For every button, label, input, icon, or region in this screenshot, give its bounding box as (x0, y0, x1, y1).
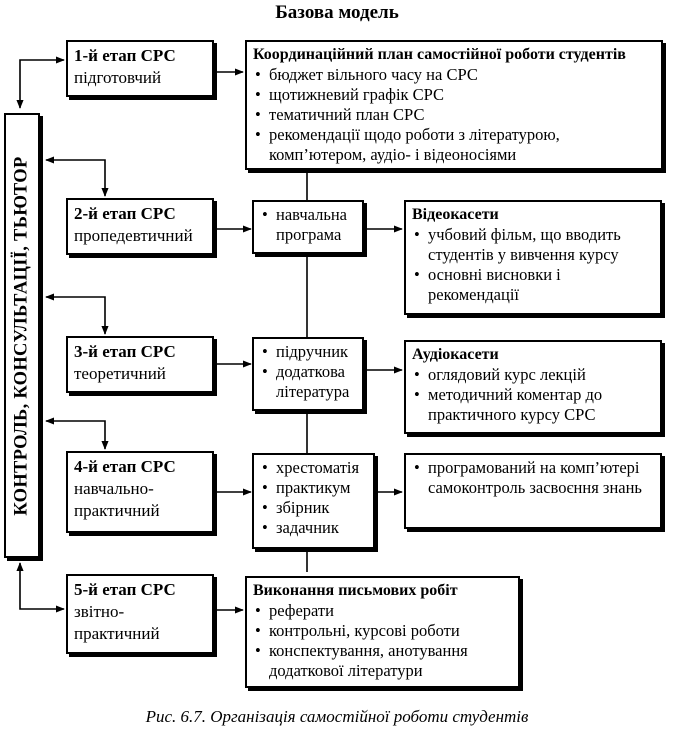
stage-4-desc: навчально-практичний (74, 479, 160, 520)
figure-caption: Рис. 6.7. Організація самостійної роботи… (145, 707, 529, 726)
stage-3-box: 3-й етап СРС теоретичний (66, 336, 214, 393)
arrow-side-stage4 (45, 417, 109, 450)
computer-item: програмований на комп’ютері самоконтроль… (412, 458, 654, 498)
mid-item: навчальна програма (260, 205, 356, 245)
audio-item: методичний коментар до практичного курсу… (412, 385, 654, 425)
mid-item: хрестоматія (260, 458, 367, 478)
side-label: КОНТРОЛЬ, КОНСУЛЬТАЦІЇ, ТЬЮТОР (11, 155, 32, 516)
stage-2-desc: пропедевтичний (74, 226, 193, 245)
control-consult-tutor-bar: КОНТРОЛЬ, КОНСУЛЬТАЦІЇ, ТЬЮТОР (4, 113, 40, 558)
audio-heading: Аудіокасети (412, 346, 499, 363)
stage-3-desc: теоретичний (74, 364, 166, 383)
audio-item: оглядовий курс лекцій (412, 365, 654, 385)
mid-item: практикум (260, 478, 367, 498)
mid-item: підручник (260, 342, 356, 362)
computer-box: програмований на комп’ютері самоконтроль… (404, 453, 662, 529)
mid-item: додаткова література (260, 362, 356, 402)
arrow-side-stage1 (16, 56, 65, 109)
mid-item: задачник (260, 518, 367, 538)
stage-1-desc: підготовчий (74, 68, 162, 87)
stage-3-name: 3-й етап СРС (74, 342, 176, 361)
mid-stage2-box: навчальна програма (252, 200, 364, 254)
stage-5-box: 5-й етап СРС звітно-практичний (66, 574, 214, 654)
written-works-heading: Виконання письмових робіт (253, 582, 458, 599)
diagram-title: Базова модель (275, 2, 399, 23)
written-item: конспектування, анотування додаткової лі… (253, 641, 512, 681)
audio-box: Аудіокасети оглядовий курс лекцій методи… (404, 340, 662, 434)
video-item: учбовий фільм, що вводить студентів у ви… (412, 225, 654, 265)
written-item: контрольні, курсові роботи (253, 621, 512, 641)
stage-5-desc: звітно-практичний (74, 602, 160, 643)
stage-1-name: 1-й етап СРС (74, 46, 176, 65)
coord-item: бюджет вільного часу на СРС (253, 65, 655, 85)
arrow-side-stage3 (45, 293, 109, 335)
coordination-plan-box: Координаційний план самостійної роботи с… (245, 40, 663, 170)
coordination-plan-heading: Координаційний план самостійної роботи с… (253, 46, 626, 63)
video-heading: Відеокасети (412, 206, 499, 223)
written-works-box: Виконання письмових робіт реферати контр… (245, 576, 520, 688)
video-box: Відеокасети учбовий фільм, що вводить ст… (404, 200, 662, 315)
arrow-side-stage5 (16, 562, 65, 613)
video-item: основні висновки і рекомендації (412, 265, 654, 305)
stage-4-box: 4-й етап СРС навчально-практичний (66, 451, 214, 533)
coord-item: тематичний план СРС (253, 105, 655, 125)
mid-stage4-box: хрестоматія практикум збірник задачник (252, 453, 375, 549)
mid-item: збірник (260, 498, 367, 518)
stage-2-name: 2-й етап СРС (74, 204, 176, 223)
stage-1-box: 1-й етап СРС підготовчий (66, 40, 214, 97)
stage-4-name: 4-й етап СРС (74, 457, 176, 476)
mid-stage3-box: підручник додаткова література (252, 337, 364, 411)
coord-item: щотижневий графік СРС (253, 85, 655, 105)
stage-2-box: 2-й етап СРС пропедевтичний (66, 198, 214, 255)
stage-5-name: 5-й етап СРС (74, 580, 176, 599)
arrow-side-stage2 (45, 156, 109, 197)
coord-item: рекомендації щодо роботи з літературою, … (253, 125, 655, 165)
written-item: реферати (253, 601, 512, 621)
